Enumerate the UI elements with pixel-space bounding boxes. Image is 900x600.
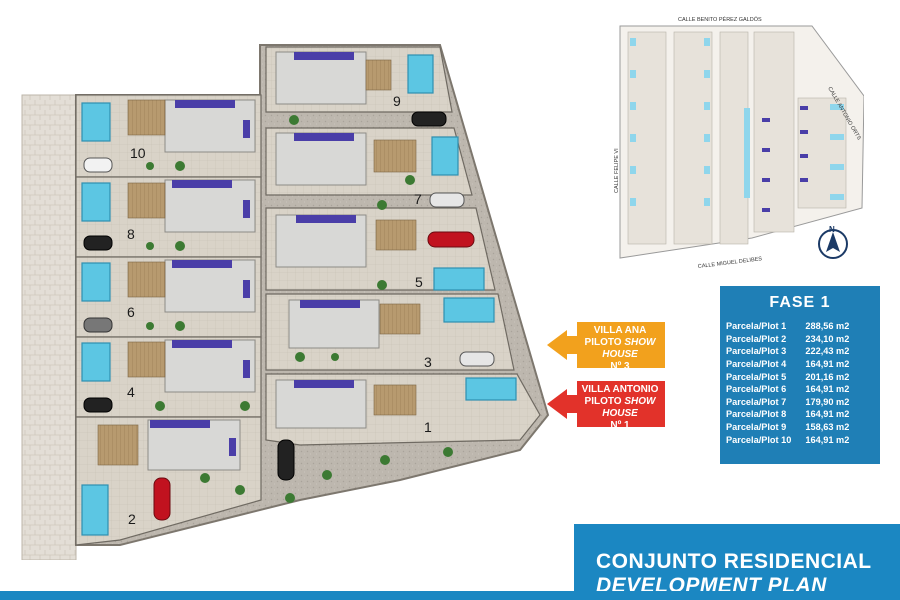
plot-number: 7 <box>414 191 422 207</box>
plot-area: 288,56 m2 <box>805 321 850 332</box>
plot-label: Parcela/Plot 3 <box>726 346 787 357</box>
plot-label: Parcela/Plot 4 <box>726 359 787 370</box>
plot-area: 164,91 m2 <box>805 409 850 420</box>
table-row: Parcela/Plot 5 201,16 m2 <box>726 370 849 383</box>
plot-area: 164,91 m2 <box>805 384 850 395</box>
plot-label: Parcela/Plot 1 <box>726 321 787 332</box>
callout-title: VILLA ANTONIO <box>581 384 659 395</box>
plot-number: 4 <box>127 384 135 400</box>
street-label-bottom: CALLE MIGUEL DELIBES <box>698 256 763 270</box>
plot-number: 1 <box>424 419 432 435</box>
plot-area: 164,91 m2 <box>805 434 850 445</box>
plot-numbers: 1 2 3 4 5 6 7 8 9 10 <box>127 93 432 527</box>
plot-area: 164,91 m2 <box>805 359 850 370</box>
site-plan: 1 2 3 4 5 6 7 8 9 10 <box>21 44 550 560</box>
table-row: Parcela/Plot 4 164,91 m2 <box>726 358 849 371</box>
compass-letter: N <box>829 225 835 234</box>
plot-number: 5 <box>415 274 423 290</box>
plot-number: 6 <box>127 304 135 320</box>
terraces <box>97 59 421 466</box>
table-row: Parcela/Plot 8 164,91 m2 <box>726 408 849 421</box>
table-row: Parcela/Plot 2 234,10 m2 <box>726 333 849 346</box>
street-label-left: CALLE FELIPE VI <box>614 148 620 193</box>
table-row: Parcela/Plot 6 164,91 m2 <box>726 383 849 396</box>
plot-area: 179,90 m2 <box>805 396 850 407</box>
table-row: Parcela/Plot 7 179,90 m2 <box>726 396 849 409</box>
compass-icon: N <box>818 225 848 259</box>
pools <box>81 54 517 536</box>
table-title: FASE 1 <box>769 294 831 311</box>
cars <box>83 111 495 521</box>
plot-label: Parcela/Plot 5 <box>726 371 787 382</box>
plot-label: Parcela/Plot 6 <box>726 384 787 395</box>
callout-number: Nº 3 <box>610 361 630 372</box>
street-label-top: CALLE BENITO PÉREZ GALDÓS <box>678 16 762 23</box>
plot-label: Parcela/Plot 8 <box>726 409 787 420</box>
plot-area: 158,63 m2 <box>805 422 850 433</box>
plot-label: Parcela/Plot 9 <box>726 422 787 433</box>
callout-subtitle-italic: SHOW HOUSE <box>602 337 656 360</box>
houses <box>147 51 380 471</box>
plot-area: 222,43 m2 <box>805 346 850 357</box>
table-row: Parcela/Plot 1 288,56 m2 <box>726 320 849 333</box>
plot-number: 10 <box>130 145 146 161</box>
plot-area-table: FASE 1 Parcela/Plot 1 288,56 m2 Parcela/P… <box>720 286 880 464</box>
location-minimap: CALLE BENITO PÉREZ GALDÓS CALLE FELIPE V… <box>614 16 864 270</box>
plot-label: Parcela/Plot 10 <box>726 434 792 445</box>
table-row: Parcela/Plot 10 164,91 m2 <box>726 433 849 446</box>
shrubs <box>146 115 453 503</box>
plot-number: 3 <box>424 354 432 370</box>
callout-number: Nº 1 <box>610 420 630 431</box>
plot-label: Parcela/Plot 7 <box>726 396 787 407</box>
callout-subtitle: PILOTO <box>584 337 625 348</box>
callout-subtitle: PILOTO <box>584 396 625 407</box>
plot-area: 234,10 m2 <box>805 333 850 344</box>
banner-title: CONJUNTO RESIDENCIAL <box>596 550 872 573</box>
title-banner: CONJUNTO RESIDENCIAL DEVELOPMENT PLAN <box>574 524 900 600</box>
callout-title: VILLA ANA <box>593 325 647 336</box>
solar-panels <box>150 52 360 456</box>
table-row: Parcela/Plot 3 222,43 m2 <box>726 345 849 358</box>
table-row: Parcela/Plot 9 158,63 m2 <box>726 421 849 434</box>
bottom-accent-bar <box>0 591 900 600</box>
plot-number: 2 <box>128 511 136 527</box>
plot-number: 9 <box>393 93 401 109</box>
plot-number: 8 <box>127 226 135 242</box>
callout-villa-antonio: VILLA ANTONIO PILOTO SHOW HOUSE Nº 1 <box>547 381 665 431</box>
callout-villa-ana: VILLA ANA PILOTO SHOW HOUSE Nº 3 <box>547 322 665 372</box>
plot-label: Parcela/Plot 2 <box>726 333 787 344</box>
plot-area: 201,16 m2 <box>805 371 850 382</box>
callout-subtitle-italic: SHOW HOUSE <box>602 396 656 419</box>
